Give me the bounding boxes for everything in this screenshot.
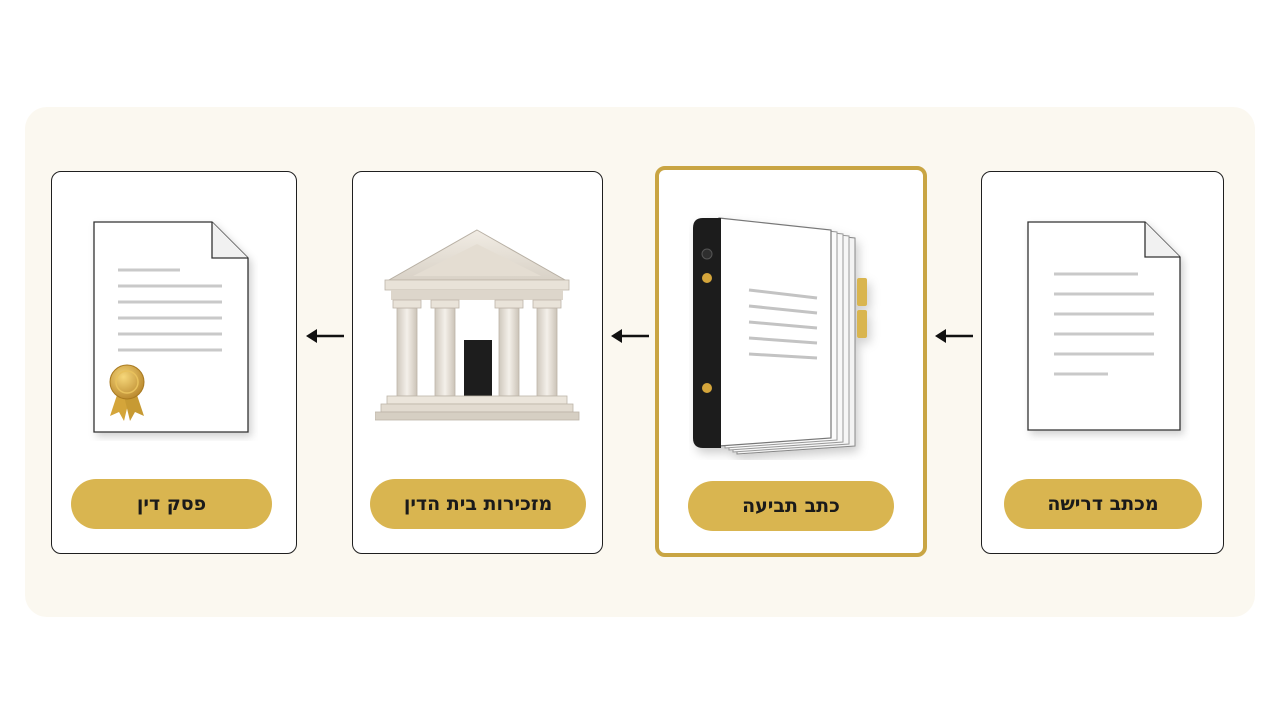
courthouse-icon bbox=[375, 229, 580, 421]
card-judgment: פסק דין bbox=[51, 171, 297, 554]
card-court-registry: מזכירות בית הדין bbox=[352, 171, 603, 554]
step-label-court-registry: מזכירות בית הדין bbox=[370, 479, 586, 529]
arrow-left-icon bbox=[611, 329, 649, 343]
step-label-statement-of-claim: כתב תביעה bbox=[688, 481, 894, 531]
card-demand-letter: מכתב דרישה bbox=[981, 171, 1224, 554]
step-label-judgment: פסק דין bbox=[71, 479, 272, 529]
document-icon bbox=[1027, 221, 1181, 431]
binder-icon bbox=[693, 217, 867, 455]
arrow-left-icon bbox=[935, 329, 973, 343]
step-label-demand-letter: מכתב דרישה bbox=[1004, 479, 1202, 529]
certificate-icon bbox=[93, 221, 249, 433]
arrow-left-icon bbox=[306, 329, 344, 343]
card-statement-of-claim: כתב תביעה bbox=[655, 166, 927, 557]
